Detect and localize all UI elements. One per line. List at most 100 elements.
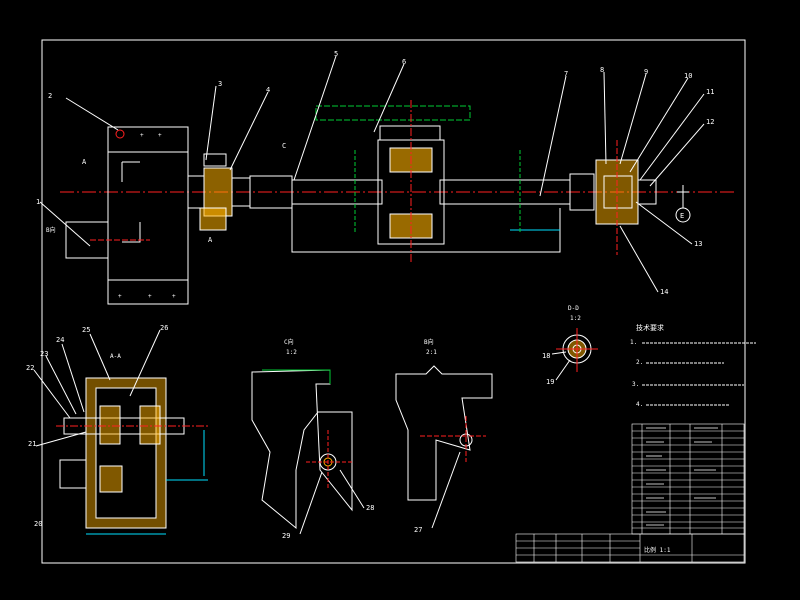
view-b-outline xyxy=(395,365,493,501)
section-aa-title: A-A xyxy=(110,353,121,360)
tech-requirements: 技术要求 1. 2. 3. 4. xyxy=(630,323,756,408)
view-c-title: C向 xyxy=(284,338,294,346)
balloon-5: 5 xyxy=(334,50,338,58)
leader-1 xyxy=(39,201,91,247)
gear-pitch-line xyxy=(315,105,471,121)
shaft-mid xyxy=(291,179,383,205)
view-b xyxy=(395,365,493,529)
balloon-29: 29 xyxy=(282,532,290,540)
leader-4 xyxy=(229,91,269,171)
plus-mark: + xyxy=(158,132,162,139)
leader-14 xyxy=(619,225,659,293)
section-dd-title: D-D xyxy=(568,305,579,312)
balloon-6: 6 xyxy=(402,58,406,66)
balloon-24: 24 xyxy=(56,336,64,344)
plus-mark: + xyxy=(172,293,176,300)
parts-list-frame xyxy=(631,423,745,535)
leader-13 xyxy=(635,201,693,245)
balloon-22: 22 xyxy=(26,364,34,372)
leader-26 xyxy=(129,329,161,397)
leader-29 xyxy=(299,471,323,535)
balloon-10: 10 xyxy=(684,72,692,80)
balloon-7: 7 xyxy=(564,70,568,78)
bearing-aa-left xyxy=(99,405,121,445)
tech-item-1: 1. xyxy=(630,339,637,346)
balloon-21: 21 xyxy=(28,440,36,448)
leader-5 xyxy=(293,55,337,181)
tech-item-3: 3. xyxy=(632,381,639,388)
bearing-aa-right xyxy=(139,405,161,445)
balloon-26: 26 xyxy=(160,324,168,332)
view-b-scale: 2:1 xyxy=(426,349,437,356)
tech-title: 技术要求 xyxy=(636,323,664,332)
balloon-3: 3 xyxy=(218,80,222,88)
drawing-border xyxy=(41,39,746,564)
leader-3 xyxy=(205,85,217,161)
balloon-23: 23 xyxy=(40,350,48,358)
balloon-28: 28 xyxy=(366,504,374,512)
view-c-scale: 1:2 xyxy=(286,349,297,356)
key-aa xyxy=(99,465,123,493)
leader-22 xyxy=(33,369,71,419)
view-c-top xyxy=(262,369,331,384)
leader-6 xyxy=(373,63,405,133)
balloon-27: 27 xyxy=(414,526,422,534)
leader-12 xyxy=(649,123,705,187)
balloon-4: 4 xyxy=(266,86,270,94)
section-aa-view xyxy=(33,329,210,535)
leader-9 xyxy=(619,73,647,165)
section-dd-view xyxy=(551,328,598,381)
balloon-20: 20 xyxy=(34,520,42,528)
marker-a-top: A xyxy=(82,158,87,166)
view-c xyxy=(251,369,365,535)
bearing-cap xyxy=(637,179,657,205)
balloon-13: 13 xyxy=(694,240,702,248)
plus-mark: + xyxy=(148,293,152,300)
title-block xyxy=(515,533,745,563)
motor-block xyxy=(107,126,189,305)
leader-2 xyxy=(65,97,119,131)
section-dd-scale: 1:2 xyxy=(570,315,581,322)
main-assembly-view: + + + + + xyxy=(39,55,735,305)
balloon-14: 14 xyxy=(660,288,668,296)
view-c-outline xyxy=(251,369,353,530)
datum-e-label: E xyxy=(680,212,684,220)
balloon-12: 12 xyxy=(706,118,714,126)
plus-mark: + xyxy=(118,293,122,300)
balloon-19: 19 xyxy=(546,378,554,386)
leader-28 xyxy=(339,469,365,509)
bearing-seat xyxy=(569,173,595,211)
marker-c: C xyxy=(282,142,286,150)
motor-screw xyxy=(115,129,125,139)
balloon-8: 8 xyxy=(600,66,604,74)
marker-a-bottom: A xyxy=(208,236,213,244)
tech-item-2: 2. xyxy=(636,359,643,366)
balloon-9: 9 xyxy=(644,68,648,76)
balloon-11: 11 xyxy=(706,88,714,96)
bearing-inner xyxy=(603,175,633,209)
balloon-2: 2 xyxy=(48,92,52,100)
plus-mark: + xyxy=(140,132,144,139)
leader-8 xyxy=(603,71,607,165)
leader-23 xyxy=(45,355,77,415)
tech-item-4: 4. xyxy=(636,401,643,408)
gear-hub-top xyxy=(379,125,441,141)
parts-list-entries xyxy=(646,427,718,526)
balloon-1: 1 xyxy=(36,198,40,206)
coupling-flange xyxy=(199,207,227,231)
leader-21 xyxy=(35,431,87,447)
leader-10 xyxy=(629,77,689,173)
leader-11 xyxy=(639,93,705,181)
motor-detail xyxy=(121,161,141,243)
title-block-scale: 比例 1:1 xyxy=(644,546,671,554)
view-b-title: B向 xyxy=(424,338,434,346)
leader-7 xyxy=(539,75,567,197)
balloon-18: 18 xyxy=(542,352,550,360)
leader-19 xyxy=(555,359,571,381)
leader-25 xyxy=(89,333,111,381)
base-aa xyxy=(59,459,87,489)
parts-list-table xyxy=(631,423,745,535)
leader-27 xyxy=(431,451,461,529)
leader-24 xyxy=(61,343,85,413)
